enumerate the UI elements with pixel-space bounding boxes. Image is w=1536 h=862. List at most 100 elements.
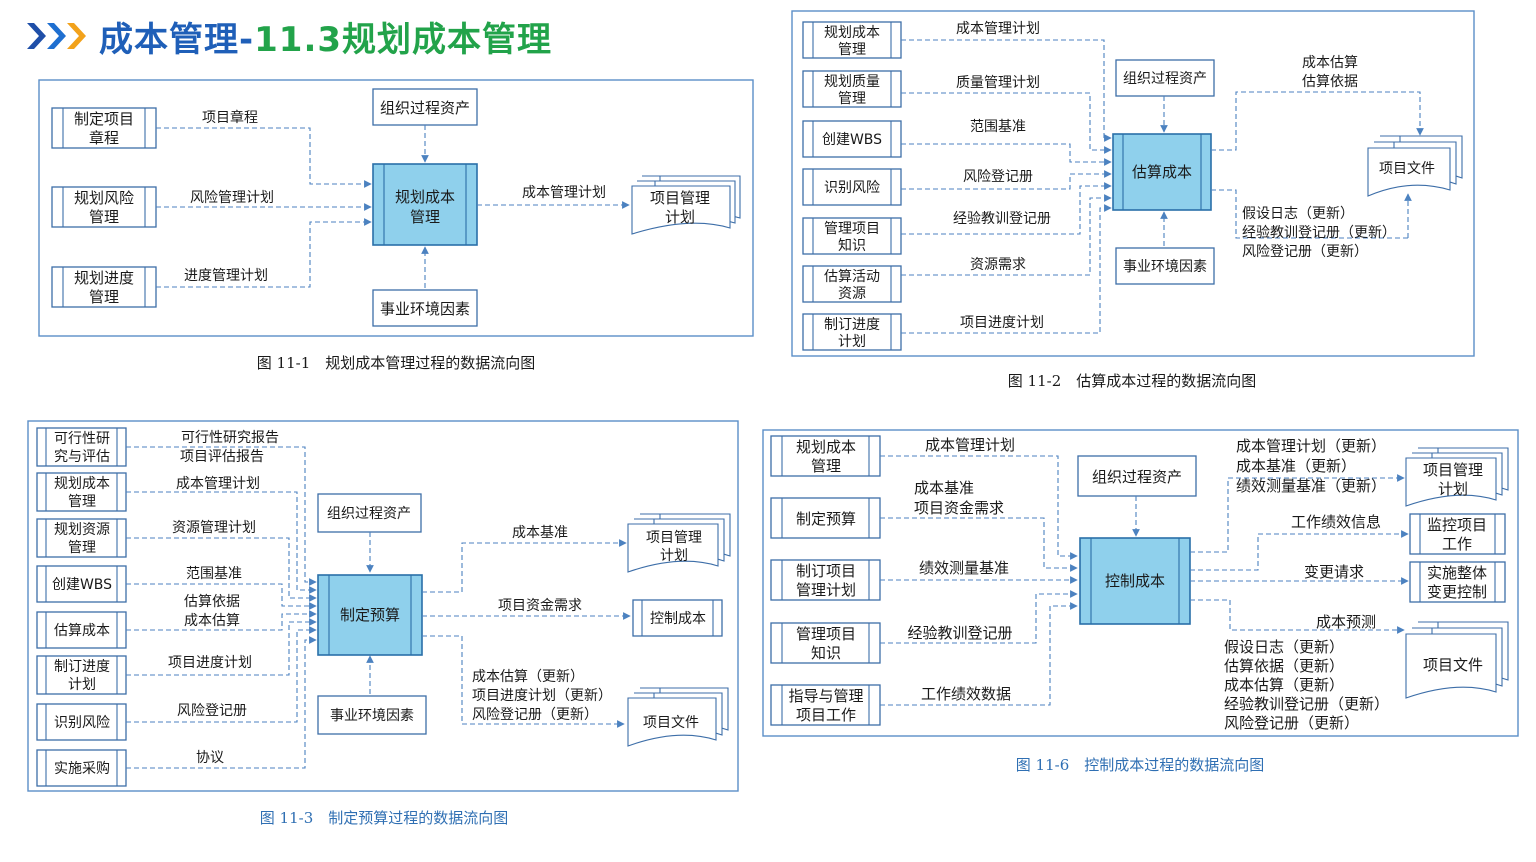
fig2-input-box: 管理项目 知识	[802, 217, 902, 255]
fig4-input-box: 制定预算	[770, 497, 881, 539]
fig4-flow-label: 工作绩效数据	[921, 685, 1011, 703]
fig4-flow-label: 绩效测量基准	[919, 559, 1009, 577]
fig2-flow-label: 项目进度计划	[960, 315, 1044, 331]
fig3-flow	[126, 491, 317, 594]
fig4-output-label: 成本估算（更新）	[1224, 676, 1344, 694]
fig3-flow	[126, 618, 317, 676]
figure-11-3: 可行性研 究与评估 规划成本 管理 规划资源 管理 创建WBS 估算成本	[27, 420, 739, 827]
fig4-flow	[880, 517, 1078, 572]
fig4-output-doc-line: 项目文件	[1423, 656, 1483, 674]
fig3-bottom-box	[317, 695, 427, 735]
fig1-process-line: 管理	[410, 208, 440, 226]
fig3-flow	[126, 446, 317, 586]
fig3-output-doc-line: 项目管理	[646, 530, 702, 546]
fig4-input-box-line: 制定预算	[796, 510, 856, 528]
fig3-input-box-line: 估算成本	[54, 623, 110, 639]
fig1-process-line: 规划成本	[395, 188, 455, 206]
fig4-output-label: 经验教训登记册（更新）	[1224, 695, 1389, 713]
fig3-input-box: 识别风险	[36, 703, 127, 741]
fig2-flow	[901, 194, 1112, 276]
fig3-flow-label: 协议	[196, 750, 224, 766]
fig4-input-box-line: 规划成本	[796, 438, 856, 456]
fig2-input-box: 规划成本 管理	[802, 21, 902, 59]
fig2-top-box	[1115, 59, 1215, 97]
fig3-output-doc-line: 项目文件	[643, 715, 699, 731]
fig3-flow-label: 项目评估报告	[180, 449, 264, 465]
fig1-input-box-line: 制定项目	[74, 110, 134, 128]
fig4-flow	[1190, 530, 1409, 571]
fig4-output-label: 风险登记册（更新）	[1224, 714, 1359, 732]
fig3-frame	[27, 420, 739, 792]
fig4-top-label: 组织过程资产	[1092, 468, 1182, 486]
fig3-input-box-line: 计划	[68, 677, 96, 693]
fig2-input-box: 创建WBS	[802, 120, 902, 158]
fig2-caption: 图 11-2 估算成本过程的数据流向图	[1008, 372, 1256, 390]
figure-11-2: 规划成本 管理 规划质量 管理 创建WBS 识别风险 管理项目 知识	[791, 10, 1475, 390]
fig3-input-box: 可行性研 究与评估	[36, 427, 127, 467]
fig1-flow-label: 项目章程	[202, 109, 258, 126]
fig4-input-box: 制订项目 管理计划	[770, 559, 881, 601]
title-part-2: 11.3规划成本管理	[254, 19, 553, 60]
fig4-output-box-line: 工作	[1442, 535, 1472, 553]
fig2-process-line: 估算成本	[1132, 163, 1192, 181]
fig2-output-doc: 项目文件	[1367, 135, 1463, 197]
fig4-input-box-line: 管理计划	[796, 581, 856, 599]
fig1-process: 规划成本 管理	[372, 163, 478, 246]
fig3-input-box-line: 实施采购	[54, 761, 110, 777]
fig1-output-doc-line: 计划	[665, 208, 695, 226]
fig1-frame	[38, 79, 754, 337]
fig4-frame	[762, 429, 1519, 737]
fig3-input-box-line: 管理	[68, 494, 96, 510]
fig4-output-label: 绩效测量基准（更新）	[1236, 477, 1386, 495]
fig1-top-label: 组织过程资产	[380, 99, 470, 117]
fig3-flow-label: 可行性研究报告	[181, 430, 279, 446]
fig1-input-box: 制定项目 章程	[51, 107, 157, 149]
fig3-flow-label: 项目进度计划	[168, 655, 252, 671]
fig3-output-doc: 项目管理 计划	[627, 513, 731, 573]
fig1-input-box-line: 管理	[89, 208, 119, 226]
fig1-output-doc-line: 项目管理	[650, 189, 710, 207]
fig2-flow-label: 成本管理计划	[956, 21, 1040, 37]
fig3-output-label: 风险登记册（更新）	[472, 707, 598, 723]
fig2-flow	[901, 182, 1112, 235]
fig4-caption: 图 11-6 控制成本过程的数据流向图	[1016, 756, 1264, 774]
fig3-input-box: 实施采购	[36, 749, 127, 787]
fig3-top-box	[317, 493, 422, 533]
fig1-input-box-line: 章程	[89, 129, 119, 147]
fig4-output-box-line: 实施整体	[1427, 564, 1487, 582]
fig3-bottom-label: 事业环境因素	[330, 708, 414, 724]
fig1-input-box: 规划风险 管理	[51, 186, 157, 228]
fig3-output-box: 控制成本	[632, 599, 723, 637]
fig1-input-box-line: 管理	[89, 288, 119, 306]
double-chevron-icon	[25, 19, 91, 53]
fig4-output-label: 成本管理计划（更新）	[1236, 437, 1386, 455]
fig3-caption: 图 11-3 制定预算过程的数据流向图	[260, 809, 508, 827]
fig3-flow	[126, 537, 317, 602]
fig3-flow-label: 资源管理计划	[172, 520, 256, 536]
fig2-flow-label: 经验教训登记册	[953, 211, 1051, 227]
fig2-out-bottom-line: 经验教训登记册（更新）	[1242, 225, 1396, 241]
fig2-flow	[901, 92, 1112, 154]
fig2-input-box-line: 资源	[838, 286, 866, 302]
fig2-flow-label: 范围基准	[970, 118, 1026, 135]
fig2-input-box-line: 规划成本	[824, 25, 880, 41]
fig2-input-box: 规划质量 管理	[802, 70, 902, 108]
fig4-output-doc-line: 项目管理	[1423, 461, 1483, 479]
fig3-output-box-line: 控制成本	[650, 611, 706, 627]
fig4-process: 控制成本	[1079, 537, 1191, 625]
fig2-out-bottom-line: 风险登记册（更新）	[1242, 244, 1368, 260]
figure-11-1: 制定项目 章程 规划风险 管理 规划进度 管理 项目章程 风险管理计划 进度管理…	[38, 79, 754, 372]
fig4-output-box-line: 变更控制	[1427, 583, 1487, 601]
fig3-flow-label: 成本估算	[184, 613, 240, 629]
fig4-flow-label: 成本管理计划	[925, 436, 1015, 454]
fig3-output-doc-line: 计划	[660, 548, 688, 564]
fig3-flow-label: 估算依据	[184, 594, 240, 610]
fig4-output-label: 估算依据（更新）	[1224, 657, 1344, 675]
fig3-flow	[126, 610, 317, 631]
fig1-bottom-box	[372, 289, 478, 327]
fig2-input-box: 识别风险	[802, 168, 902, 206]
fig2-input-box-line: 管理	[838, 42, 866, 58]
fig1-bottom-label: 事业环境因素	[380, 300, 470, 318]
fig4-input-box-line: 指导与管理	[788, 687, 863, 705]
fig4-flow-label: 成本基准	[914, 479, 974, 497]
